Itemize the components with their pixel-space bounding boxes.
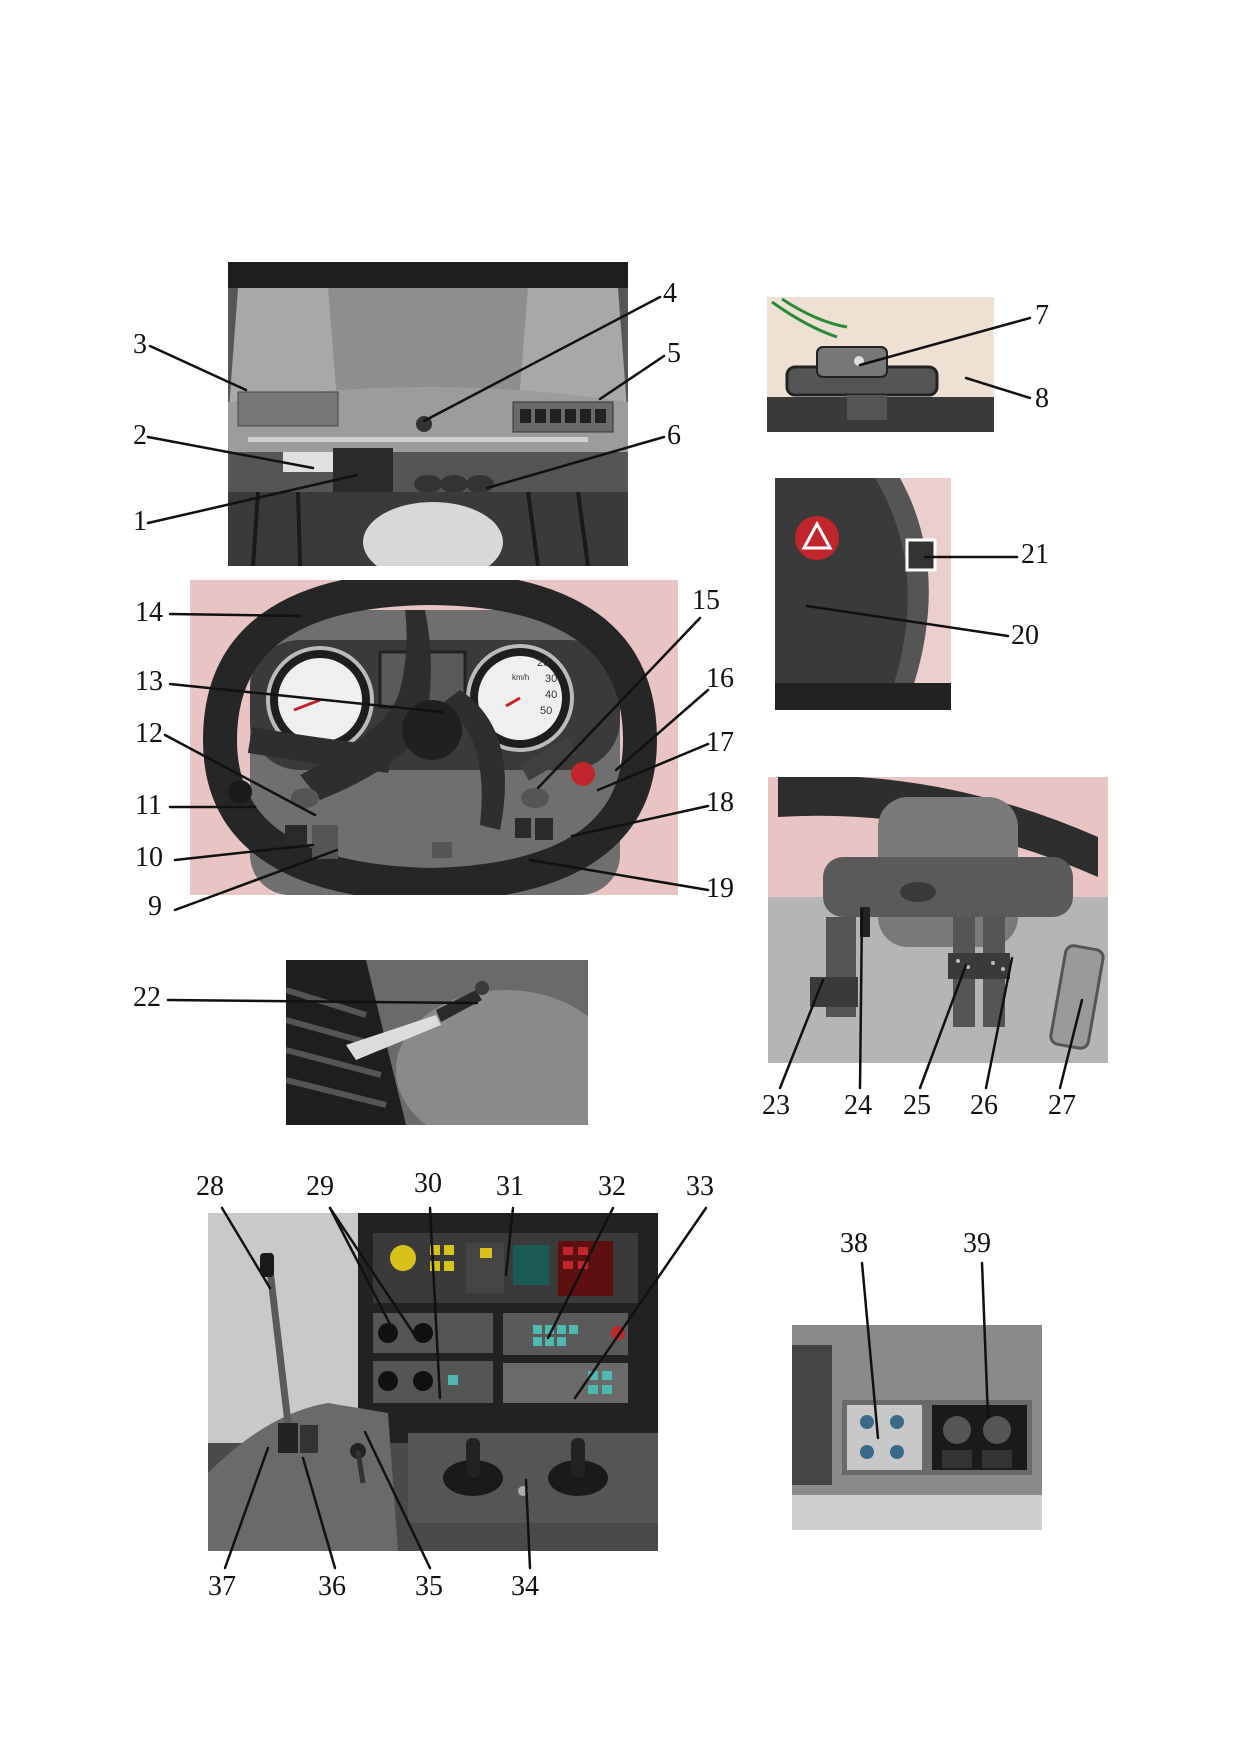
callout-25: 25 [903, 1090, 931, 1121]
callout-13: 13 [135, 666, 163, 697]
callout-4: 4 [663, 278, 677, 309]
callout-33: 33 [686, 1171, 714, 1202]
gauge-tick-40: 40 [545, 689, 557, 701]
gauge-unit: km/h [512, 673, 529, 682]
callout-14: 14 [135, 597, 163, 628]
callout-28: 28 [196, 1171, 224, 1202]
callout-2: 2 [133, 420, 147, 451]
photo-overhead-console [228, 262, 628, 566]
callout-34: 34 [511, 1571, 539, 1602]
callout-37: 37 [208, 1571, 236, 1602]
callout-29: 29 [306, 1171, 334, 1202]
callout-18: 18 [706, 787, 734, 818]
callout-15: 15 [692, 585, 720, 616]
gauge-tick-30: 30 [545, 673, 557, 685]
callout-21: 21 [1021, 539, 1049, 570]
photo-steering-dashboard: 20 30 40 50 km/h [190, 580, 678, 895]
photo-control-console [208, 1213, 658, 1551]
callout-16: 16 [706, 663, 734, 694]
photo-pedals [768, 777, 1108, 1063]
callout-12: 12 [135, 718, 163, 749]
callout-39: 39 [963, 1228, 991, 1259]
callout-7: 7 [1035, 300, 1049, 331]
callout-17: 17 [706, 727, 734, 758]
callout-22: 22 [133, 982, 161, 1013]
callout-6: 6 [667, 420, 681, 451]
callout-36: 36 [318, 1571, 346, 1602]
callout-35: 35 [415, 1571, 443, 1602]
callout-30: 30 [414, 1168, 442, 1199]
gauge-tick-50: 50 [540, 705, 552, 717]
gauge-tick-20: 20 [537, 657, 549, 669]
callout-3: 3 [133, 329, 147, 360]
callout-24: 24 [844, 1090, 872, 1121]
callout-20: 20 [1011, 620, 1039, 651]
callout-32: 32 [598, 1171, 626, 1202]
callout-10: 10 [135, 842, 163, 873]
photo-side-lever [286, 960, 588, 1125]
callout-1: 1 [133, 506, 147, 537]
callout-26: 26 [970, 1090, 998, 1121]
callout-27: 27 [1048, 1090, 1076, 1121]
photo-hazard-switch [775, 478, 951, 710]
callout-38: 38 [840, 1228, 868, 1259]
callout-23: 23 [762, 1090, 790, 1121]
callout-5: 5 [667, 338, 681, 369]
photo-roof-hatch-latch [767, 297, 994, 432]
photo-rear-sockets [792, 1325, 1042, 1530]
callout-31: 31 [496, 1171, 524, 1202]
callout-11: 11 [135, 790, 162, 821]
callout-9: 9 [148, 891, 162, 922]
callout-8: 8 [1035, 383, 1049, 414]
callout-19: 19 [706, 873, 734, 904]
